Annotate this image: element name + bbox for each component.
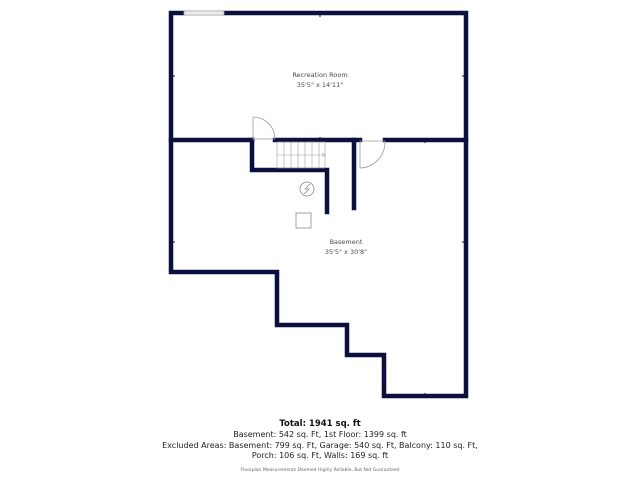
stair-enclosure-wall: [249, 137, 330, 215]
disclaimer: Floorplan Measurements Deemed Highly Rel…: [240, 467, 400, 473]
square-fixture-icon: [295, 212, 312, 229]
door-swing-icon[interactable]: [252, 116, 276, 140]
room-name: Recreation Room: [292, 71, 348, 79]
excluded-areas-continued: Porch: 106 sq. Ft, Walls: 169 sq. ft: [251, 451, 389, 460]
water-heater-icon: [299, 181, 315, 197]
total-area: Total: 1941 sq. ft: [279, 419, 361, 429]
room-label-basement: Basement 35'5" x 30'8": [296, 237, 396, 257]
room-dimensions: 35'5" x 30'8": [324, 248, 368, 256]
area-summary: Total: 1941 sq. ft Basement: 542 sq. Ft,…: [0, 419, 640, 475]
stairs-icon: [276, 141, 326, 169]
wall-ticks: [173, 15, 464, 394]
floor-plan: Recreation Room 35'5" x 14'11" Basement …: [168, 10, 469, 399]
room-dimensions: 35'5" x 14'11": [296, 81, 344, 89]
room-label-recreation-room: Recreation Room 35'5" x 14'11": [270, 70, 370, 90]
door-swing-icon[interactable]: [359, 140, 386, 169]
area-breakdown: Basement: 542 sq. Ft, 1st Floor: 1399 sq…: [233, 430, 407, 439]
walls: [168, 10, 469, 399]
floor-plan-drawing: [168, 10, 469, 399]
excluded-areas: Excluded Areas: Basement: 799 sq. Ft, Ga…: [162, 440, 478, 450]
exterior-wall: [168, 10, 469, 399]
window-icon: [183, 10, 225, 16]
room-name: Basement: [329, 238, 363, 246]
